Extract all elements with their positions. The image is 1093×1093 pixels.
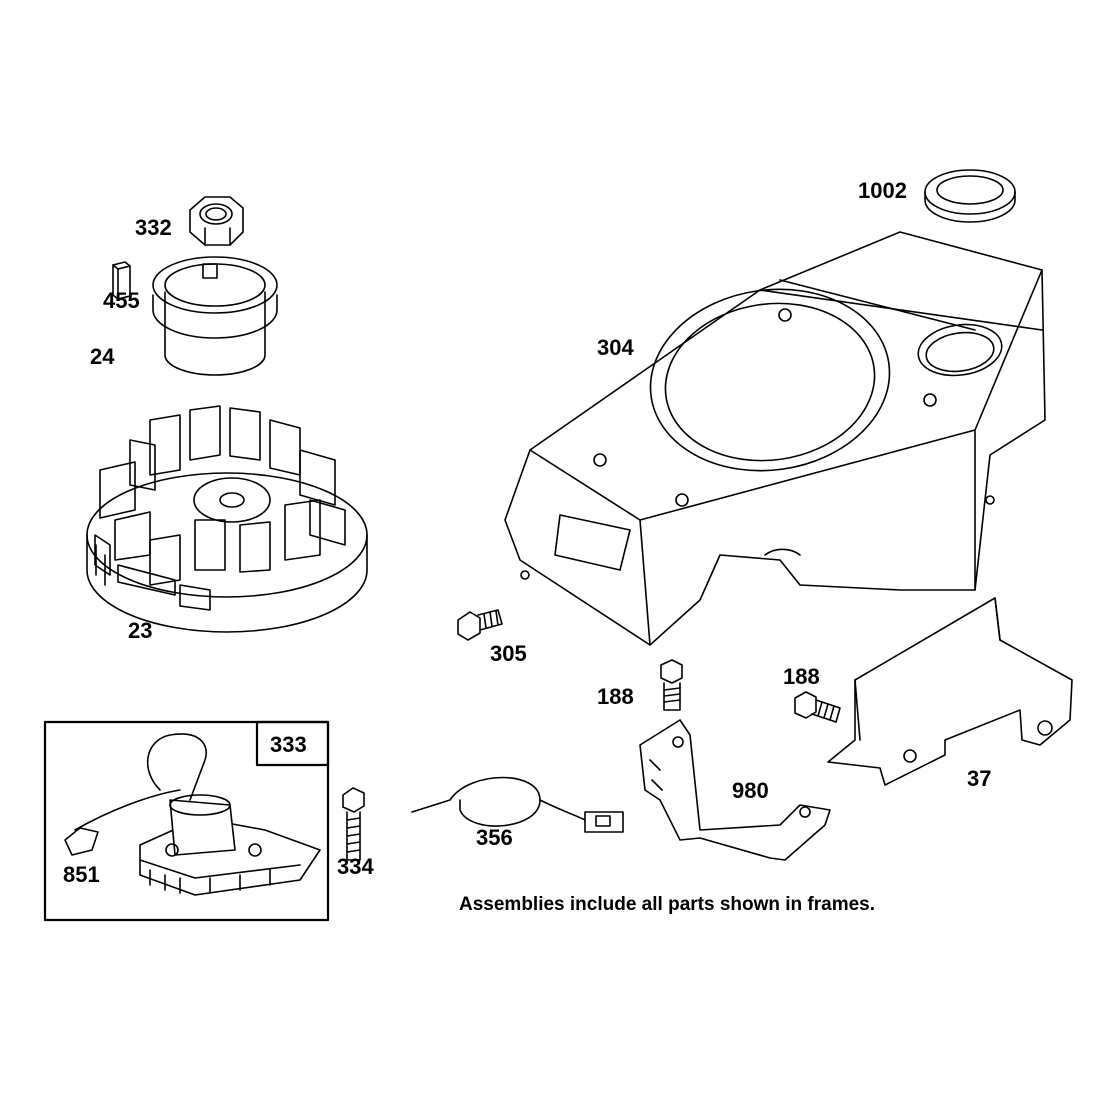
label-188a: 188 [597,684,634,709]
assemblies-note: Assemblies include all parts shown in fr… [459,894,876,915]
bolt-334 [342,787,365,861]
armature-851 [64,733,321,896]
grommet-1002 [924,169,1016,223]
screw-188b [794,691,841,723]
label-37: 37 [967,766,992,791]
label-333: 333 [270,732,307,757]
label-851: 851 [63,862,100,887]
label-332: 332 [135,215,172,240]
nut-332 [189,196,244,246]
label-980: 980 [732,778,769,803]
screw-305 [457,609,503,641]
label-356: 356 [476,825,513,850]
cup-455 [152,256,278,376]
label-188b: 188 [783,664,820,689]
label-334: 334 [337,854,374,879]
label-24: 24 [90,344,115,369]
label-23: 23 [128,618,153,643]
flywheel-23 [86,405,368,633]
frame-333 [43,720,330,922]
blower-housing-304 [504,231,1046,646]
screw-188a [660,659,683,711]
label-305: 305 [490,641,527,666]
label-455: 455 [103,288,140,313]
key-24 [112,261,131,300]
label-1002: 1002 [858,178,907,203]
bracket-980 [639,719,831,861]
wire-356 [411,776,624,833]
label-304: 304 [597,335,634,360]
bracket-37 [827,597,1073,786]
